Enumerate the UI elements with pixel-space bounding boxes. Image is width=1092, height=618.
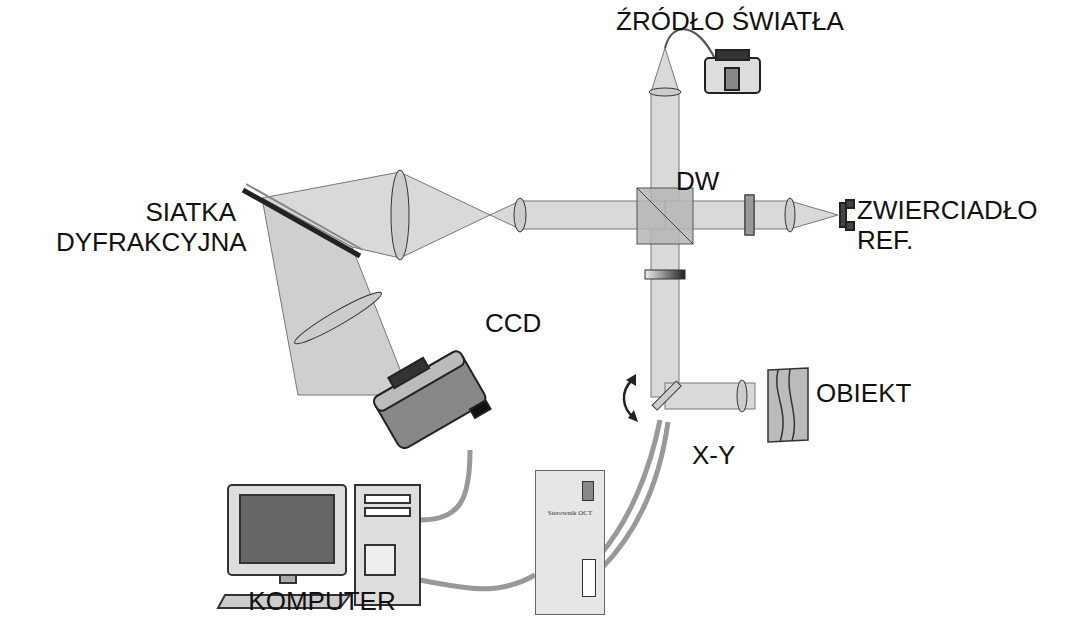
controller-switch (582, 481, 594, 501)
grating-label: SIATKA DYFRAKCYJNA (56, 197, 236, 257)
reference-mirror (840, 200, 854, 230)
controller-box: Sterownik OCT (535, 470, 605, 615)
beam-splitter-label: DW (676, 166, 719, 196)
ccd-label: CCD (485, 308, 541, 338)
controller-text: Sterownik OCT (536, 471, 604, 517)
reference-mirror-label: ZWIERCIADŁO REF. (857, 195, 1089, 255)
ccd-camera (367, 340, 493, 458)
computer-label: KOMPUTER (248, 586, 395, 616)
light-source-label: ŹRÓDŁO ŚWIATŁA (616, 6, 844, 36)
scanner-label: X-Y (692, 440, 735, 470)
object-label: OBIEKT (816, 378, 911, 408)
light-source-icon (705, 50, 760, 93)
controller-port (582, 559, 596, 597)
object-sample (768, 368, 808, 442)
